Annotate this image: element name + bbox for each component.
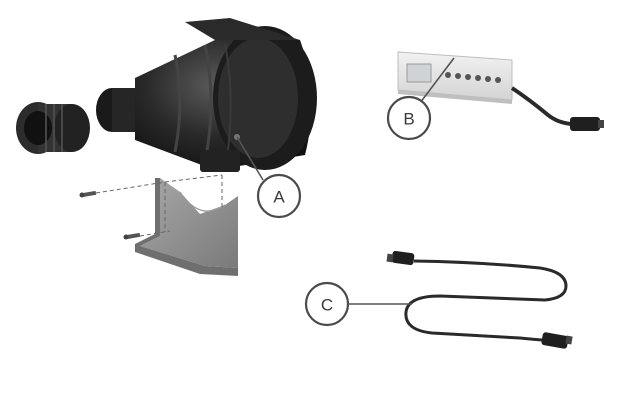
callout-b-label: B xyxy=(403,110,414,129)
mounting-screw xyxy=(123,232,141,240)
panel-button-dot xyxy=(455,73,461,79)
cable-connector-bottom xyxy=(541,332,569,349)
callout-b: B xyxy=(386,57,455,141)
display-window xyxy=(406,63,432,83)
blower-body xyxy=(96,18,317,172)
callout-a-label: A xyxy=(273,188,285,207)
panel-button-dot xyxy=(485,76,491,82)
union-fitting xyxy=(16,102,90,154)
control-panel xyxy=(397,51,604,131)
cable-loop xyxy=(404,259,568,342)
extension-cable xyxy=(386,250,573,349)
cable-connector-top xyxy=(391,250,415,266)
panel-cable xyxy=(510,86,573,126)
callout-c: C xyxy=(304,281,412,327)
panel-button-dot xyxy=(495,77,501,83)
callout-a: A xyxy=(236,136,302,219)
panel-button-dot xyxy=(445,72,451,78)
panel-cable-connector xyxy=(570,117,600,131)
callout-c-label: C xyxy=(321,296,333,315)
blower-assembly xyxy=(16,18,317,276)
mounting-screw xyxy=(79,190,97,198)
mounting-bracket xyxy=(135,178,238,276)
panel-button-dot xyxy=(465,74,471,80)
panel-button-dot xyxy=(475,75,481,81)
